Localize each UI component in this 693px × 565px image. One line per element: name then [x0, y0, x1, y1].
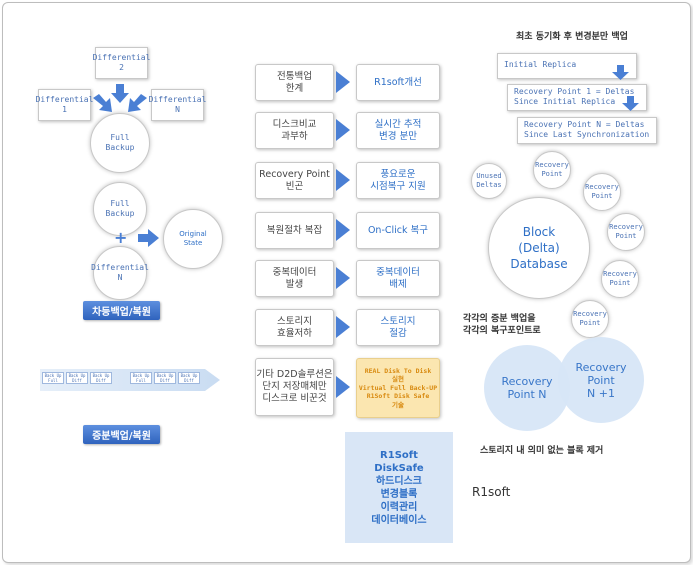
original-state-label: Original State: [179, 230, 207, 247]
full-backup-circle-top: Full Backup: [90, 113, 150, 173]
one-click-restore-box: On-Click 복구: [356, 212, 440, 249]
recovery-point-1-box: Recovery Point 1 = Deltas Since Initial …: [507, 84, 647, 111]
recovery-point-circle: Recovery Point: [601, 260, 639, 298]
arrow-diagonal-icon: [128, 94, 147, 112]
arrow-right-icon: [336, 71, 350, 93]
initial-replica-box: Initial Replica: [497, 53, 637, 79]
dedup-box: 중복데이터 배제: [356, 260, 440, 297]
recovery-point-n1-circle: Recovery Point N +1: [558, 337, 644, 423]
arrow-down-icon: [612, 65, 629, 80]
backup-chip-full: Back Up Full: [42, 372, 64, 384]
backup-chip-diff: Back Up Diff: [154, 372, 176, 384]
differential-2-box: Differential 2: [93, 47, 150, 79]
arrow-down-icon: [111, 84, 129, 103]
storage-saving-box: 스토리지 절감: [356, 309, 440, 346]
backup-chip-diff: Back Up Diff: [90, 372, 112, 384]
disk-compare-box: 디스크비교 과부하: [255, 112, 334, 149]
recovery-point-label: Recovery Point: [585, 183, 619, 200]
r1soft-summary-box: R1Soft DiskSafe 하드디스크 변경블록 이력관리 데이터베이스: [345, 432, 453, 543]
complex-restore-box: 복원절차 복잡: [255, 212, 334, 249]
traditional-limit-box: 전통백업 한계: [255, 64, 334, 101]
arrow-right-icon: [336, 267, 350, 289]
arrow-right-icon: [336, 316, 350, 338]
recovery-point-label: Recovery Point: [573, 310, 607, 327]
backup-chip-full: Back Up Full: [130, 372, 152, 384]
differential-n-circle: Differential N: [91, 246, 149, 300]
differential-n-box: Differential N: [149, 89, 206, 121]
recovery-point-poor-box: Recovery Point 빈곤: [255, 162, 334, 199]
r1soft-brand: R1soft: [472, 485, 511, 499]
incremental-strip: Back Up Full Back Up Diff Back Up Diff B…: [40, 365, 220, 395]
arrow-right-icon: [336, 169, 350, 191]
block-database-circle: Block (Delta) Database: [488, 197, 590, 299]
remove-blocks-caption: 스토리지 내 의미 없는 블록 제거: [480, 446, 604, 456]
full-backup-circle-bottom: Full Backup: [93, 182, 147, 236]
original-state-circle: Original State: [163, 209, 223, 269]
differential-backup-badge: 차등백업/복원: [83, 301, 160, 320]
differential-1-box: Differential 1: [36, 89, 93, 121]
arrow-right-icon: [336, 219, 350, 241]
unused-deltas-circle: Unused Deltas: [471, 163, 507, 199]
duplicate-data-box: 중복데이터 발생: [255, 260, 334, 297]
arrow-diagonal-icon: [93, 94, 112, 112]
recovery-point-circle: Recovery Point: [571, 300, 609, 338]
sync-title: 최초 동기화 후 변경분만 백업: [516, 32, 628, 42]
recovery-point-n-circle: Recovery Point N: [484, 345, 570, 431]
recovery-point-circle: Recovery Point: [583, 173, 621, 211]
block-database-label: Block (Delta) Database: [510, 225, 568, 271]
backup-chip-diff: Back Up Diff: [66, 372, 88, 384]
other-d2d-box: 기타 D2D솔루션은 단지 저장매체만 디스크로 비꾼것: [255, 358, 334, 416]
incremental-caption: 각각의 증분 백업을 각각의 복구포인트로: [463, 314, 541, 336]
arrow-right-icon: [336, 119, 350, 141]
differential-n-label: Differential N: [91, 263, 149, 282]
arrow-right-icon: [138, 229, 159, 247]
recovery-point-label: Recovery Point: [603, 270, 637, 287]
recovery-point-circle: Recovery Point: [533, 151, 571, 189]
recovery-point-circle: Recovery Point: [607, 213, 645, 251]
full-backup-label: Full Backup: [105, 199, 135, 218]
arrow-down-icon: [622, 96, 639, 111]
rich-recovery-box: 풍요로운 시점복구 지원: [356, 162, 440, 199]
r1soft-improvement-box: R1soft개선: [356, 64, 440, 101]
plus-sign: +: [114, 228, 128, 247]
recovery-point-label: Recovery Point: [535, 161, 569, 178]
backup-chip-diff: Back Up Diff: [178, 372, 200, 384]
storage-inefficiency-box: 스토리지 효율저하: [255, 309, 334, 346]
recovery-point-label: Recovery Point: [609, 223, 643, 240]
unused-deltas-label: Unused Deltas: [476, 172, 502, 189]
real-d2d-box: REAL Disk To Disk 실현 Virtual Full Back-U…: [356, 358, 440, 418]
incremental-backup-badge: 증분백업/복원: [83, 425, 160, 444]
recovery-point-n-box: Recovery Point N = Deltas Since Last Syn…: [517, 117, 657, 144]
realtime-tracking-box: 실시간 추적 변경 분만: [356, 112, 440, 149]
arrow-right-icon: [336, 376, 350, 398]
full-backup-label: Full Backup: [105, 133, 135, 152]
